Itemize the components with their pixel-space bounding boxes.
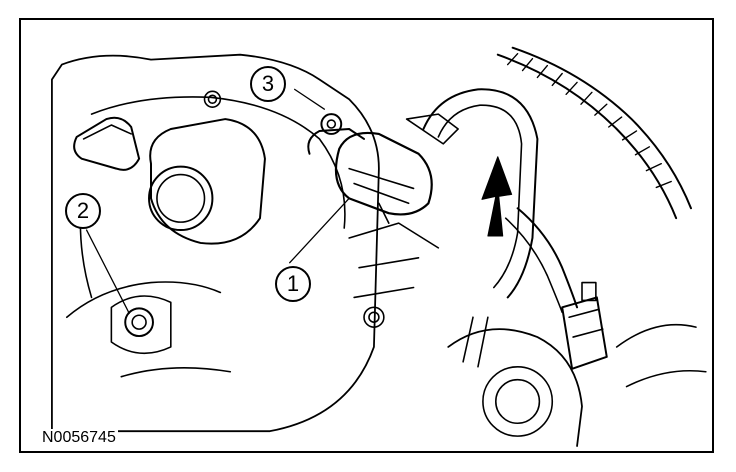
callout-2: 2 bbox=[65, 193, 101, 229]
engine-illustration bbox=[51, 46, 707, 447]
wiring bbox=[462, 207, 579, 368]
harness-tube bbox=[405, 88, 539, 299]
bracket-left bbox=[73, 116, 141, 171]
bolt-2 bbox=[110, 295, 172, 355]
callout-1: 1 bbox=[275, 266, 311, 302]
reference-code: N0056745 bbox=[40, 429, 118, 447]
up-arrow-icon bbox=[481, 156, 513, 237]
lower-right-housing bbox=[447, 323, 707, 447]
mounting-boss bbox=[148, 118, 266, 245]
corrugated-harness bbox=[496, 46, 692, 220]
sensor-assembly bbox=[307, 113, 433, 224]
leader-lines bbox=[85, 88, 350, 314]
diagram-frame: 3 1 2 N0056745 bbox=[19, 18, 714, 453]
callout-3: 3 bbox=[250, 66, 286, 102]
threaded-hole bbox=[203, 90, 222, 108]
housing-ribs bbox=[348, 222, 440, 328]
connector bbox=[561, 281, 608, 370]
